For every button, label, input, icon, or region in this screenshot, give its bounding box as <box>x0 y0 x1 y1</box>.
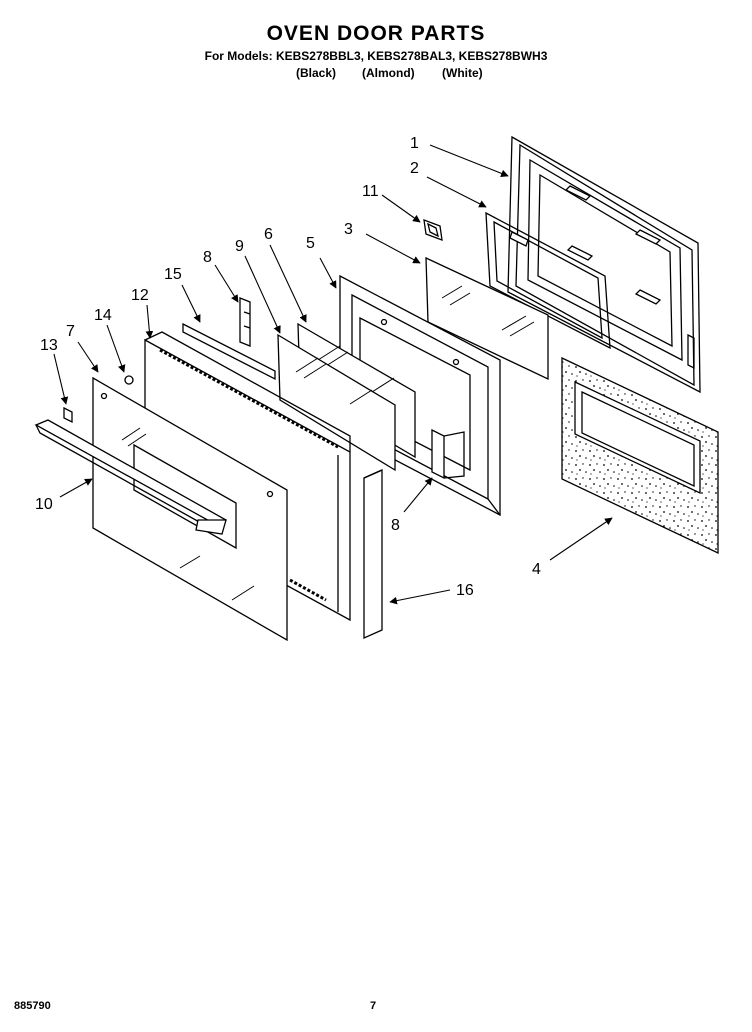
part-rack-guide <box>485 211 611 350</box>
callout-5: 5 <box>306 235 315 252</box>
page-number: 7 <box>370 1000 377 1012</box>
callout-13: 13 <box>40 337 58 354</box>
part-insulation <box>561 356 719 555</box>
part-inner-glass <box>425 256 549 381</box>
part-end-cap <box>63 406 73 424</box>
callout-12: 12 <box>131 287 149 304</box>
part-shield <box>182 322 276 381</box>
callout-10: 10 <box>35 496 53 513</box>
part-side-trim <box>363 468 383 640</box>
callout-2: 2 <box>410 160 419 177</box>
callout-14: 14 <box>94 307 112 324</box>
part-bracket-upper <box>239 297 251 347</box>
callout-16: 16 <box>456 582 474 599</box>
variant-white: (White) <box>442 66 483 80</box>
variant-almond: (Almond) <box>362 66 415 80</box>
part-bracket-lower <box>431 428 465 480</box>
doc-number: 885790 <box>14 1000 51 1012</box>
callout-7: 7 <box>66 323 75 340</box>
part-handle <box>34 419 227 535</box>
part-screw <box>124 375 134 385</box>
callout-4: 4 <box>532 561 541 578</box>
callout-1: 1 <box>410 135 419 152</box>
part-glass-pane <box>277 333 396 472</box>
callout-11: 11 <box>362 183 379 200</box>
callout-3: 3 <box>344 221 353 238</box>
models-line: For Models: KEBS278BBL3, KEBS278BAL3, KE… <box>204 49 548 63</box>
callout-6: 6 <box>264 226 273 243</box>
callout-15: 15 <box>164 266 182 283</box>
callout-8-upper: 8 <box>203 249 212 266</box>
page-title: OVEN DOOR PARTS <box>266 22 486 45</box>
callout-9: 9 <box>235 238 244 255</box>
part-clip <box>423 219 443 241</box>
variant-black: (Black) <box>296 66 337 80</box>
callout-8-lower: 8 <box>391 517 400 534</box>
leader-lines <box>53 144 613 605</box>
